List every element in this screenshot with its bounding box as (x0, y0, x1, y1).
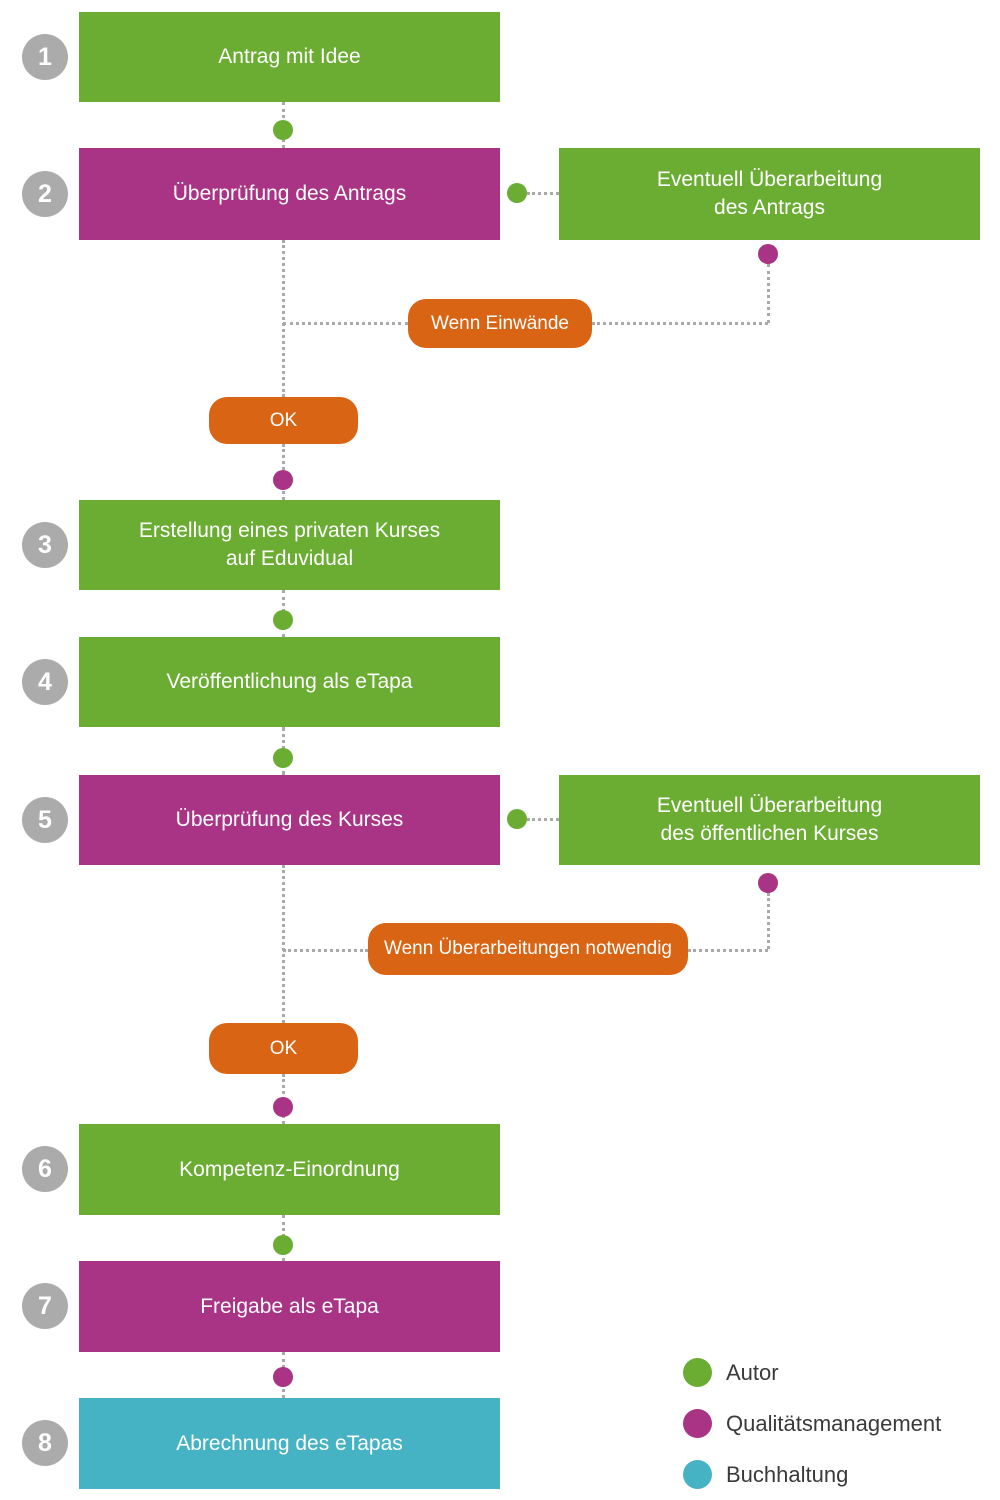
connector-dot-qm (758, 873, 778, 893)
connector-line (767, 893, 770, 949)
connector-line (767, 264, 770, 323)
ok-badge-1: OK (209, 397, 358, 444)
connector-dot-autor (507, 183, 527, 203)
connector-dot-qm (758, 244, 778, 264)
connector-dot-autor (273, 120, 293, 140)
connector-dot-qm (273, 1367, 293, 1387)
connector-dot-qm (273, 470, 293, 490)
side-box-ueberarbeitung-antrag: Eventuell Überarbeitung des Antrags (559, 148, 980, 240)
ok-badge-label: OK (269, 409, 298, 431)
legend-item-qualitaetsmanagement: Qualitätsmanagement (683, 1409, 941, 1438)
step-label: Antrag mit Idee (218, 45, 361, 68)
legend-dot-buchhaltung (683, 1460, 712, 1489)
step-box-4-veroeffentlichung-als-etapa: Veröffentlichung als eTapa (79, 637, 500, 727)
side-box-label: Eventuell Überarbeitung des öffentlichen… (656, 794, 883, 845)
connector-line (527, 818, 559, 821)
step-label: Überprüfung des Antrags (172, 182, 407, 205)
step-label: Überprüfung des Kurses (175, 808, 404, 831)
connector-dot-autor (273, 610, 293, 630)
condition-badge-label: Wenn Überarbeitungen notwendig (383, 938, 672, 959)
step-box-1-antrag-mit-idee: Antrag mit Idee (79, 12, 500, 102)
step-number-7: 7 (22, 1283, 68, 1329)
side-box-ueberarbeitung-kurs: Eventuell Überarbeitung des öffentlichen… (559, 775, 980, 865)
legend: Autor Qualitätsmanagement Buchhaltung (683, 1358, 941, 1500)
legend-label: Buchhaltung (726, 1461, 849, 1487)
step-number-3: 3 (22, 522, 68, 568)
step-number-2: 2 (22, 171, 68, 217)
legend-dot-autor (683, 1358, 712, 1387)
legend-item-autor: Autor (683, 1358, 941, 1387)
step-number-4: 4 (22, 659, 68, 705)
legend-dot-qualitaetsmanagement (683, 1409, 712, 1438)
ok-badge-label: OK (269, 1037, 298, 1059)
connector-line (283, 949, 368, 952)
condition-badge-wenn-einwaende: Wenn Einwände (408, 299, 592, 348)
condition-badge-wenn-ueberarbeitungen-notwendig: Wenn Überarbeitungen notwendig (368, 923, 688, 975)
connector-line (592, 322, 768, 325)
legend-label: Qualitätsmanagement (726, 1410, 942, 1436)
step-label: Freigabe als eTapa (200, 1294, 379, 1318)
step-box-2-ueberpruefung-des-antrags: Überprüfung des Antrags (79, 148, 500, 240)
legend-item-buchhaltung: Buchhaltung (683, 1460, 941, 1489)
step-number-5: 5 (22, 797, 68, 843)
step-box-6-kompetenz-einordnung: Kompetenz-Einordnung (79, 1124, 500, 1215)
step-box-8-abrechnung-des-etapas: Abrechnung des eTapas (79, 1398, 500, 1489)
connector-line (282, 240, 285, 397)
condition-badge-label: Wenn Einwände (430, 312, 570, 334)
connector-line (527, 192, 559, 195)
connector-dot-autor (507, 809, 527, 829)
step-number-1: 1 (22, 34, 68, 80)
connector-dot-autor (273, 748, 293, 768)
step-number-6: 6 (22, 1146, 68, 1192)
step-box-3-erstellung-privater-kurs: Erstellung eines privaten Kurses auf Edu… (79, 500, 500, 590)
ok-badge-2: OK (209, 1023, 358, 1074)
step-label: Abrechnung des eTapas (176, 1431, 403, 1455)
connector-dot-autor (273, 1235, 293, 1255)
step-label: Erstellung eines privaten Kurses auf Edu… (138, 519, 441, 570)
step-box-5-ueberpruefung-des-kurses: Überprüfung des Kurses (79, 775, 500, 865)
connector-line (282, 865, 285, 1023)
step-number-8: 8 (22, 1420, 68, 1466)
connector-dot-qm (273, 1097, 293, 1117)
step-label: Kompetenz-Einordnung (179, 1157, 400, 1181)
side-box-label: Eventuell Überarbeitung des Antrags (656, 168, 883, 219)
connector-line (283, 322, 408, 325)
step-label: Veröffentlichung als eTapa (166, 670, 413, 693)
step-box-7-freigabe-als-etapa: Freigabe als eTapa (79, 1261, 500, 1352)
connector-line (688, 949, 768, 952)
legend-label: Autor (726, 1359, 779, 1385)
